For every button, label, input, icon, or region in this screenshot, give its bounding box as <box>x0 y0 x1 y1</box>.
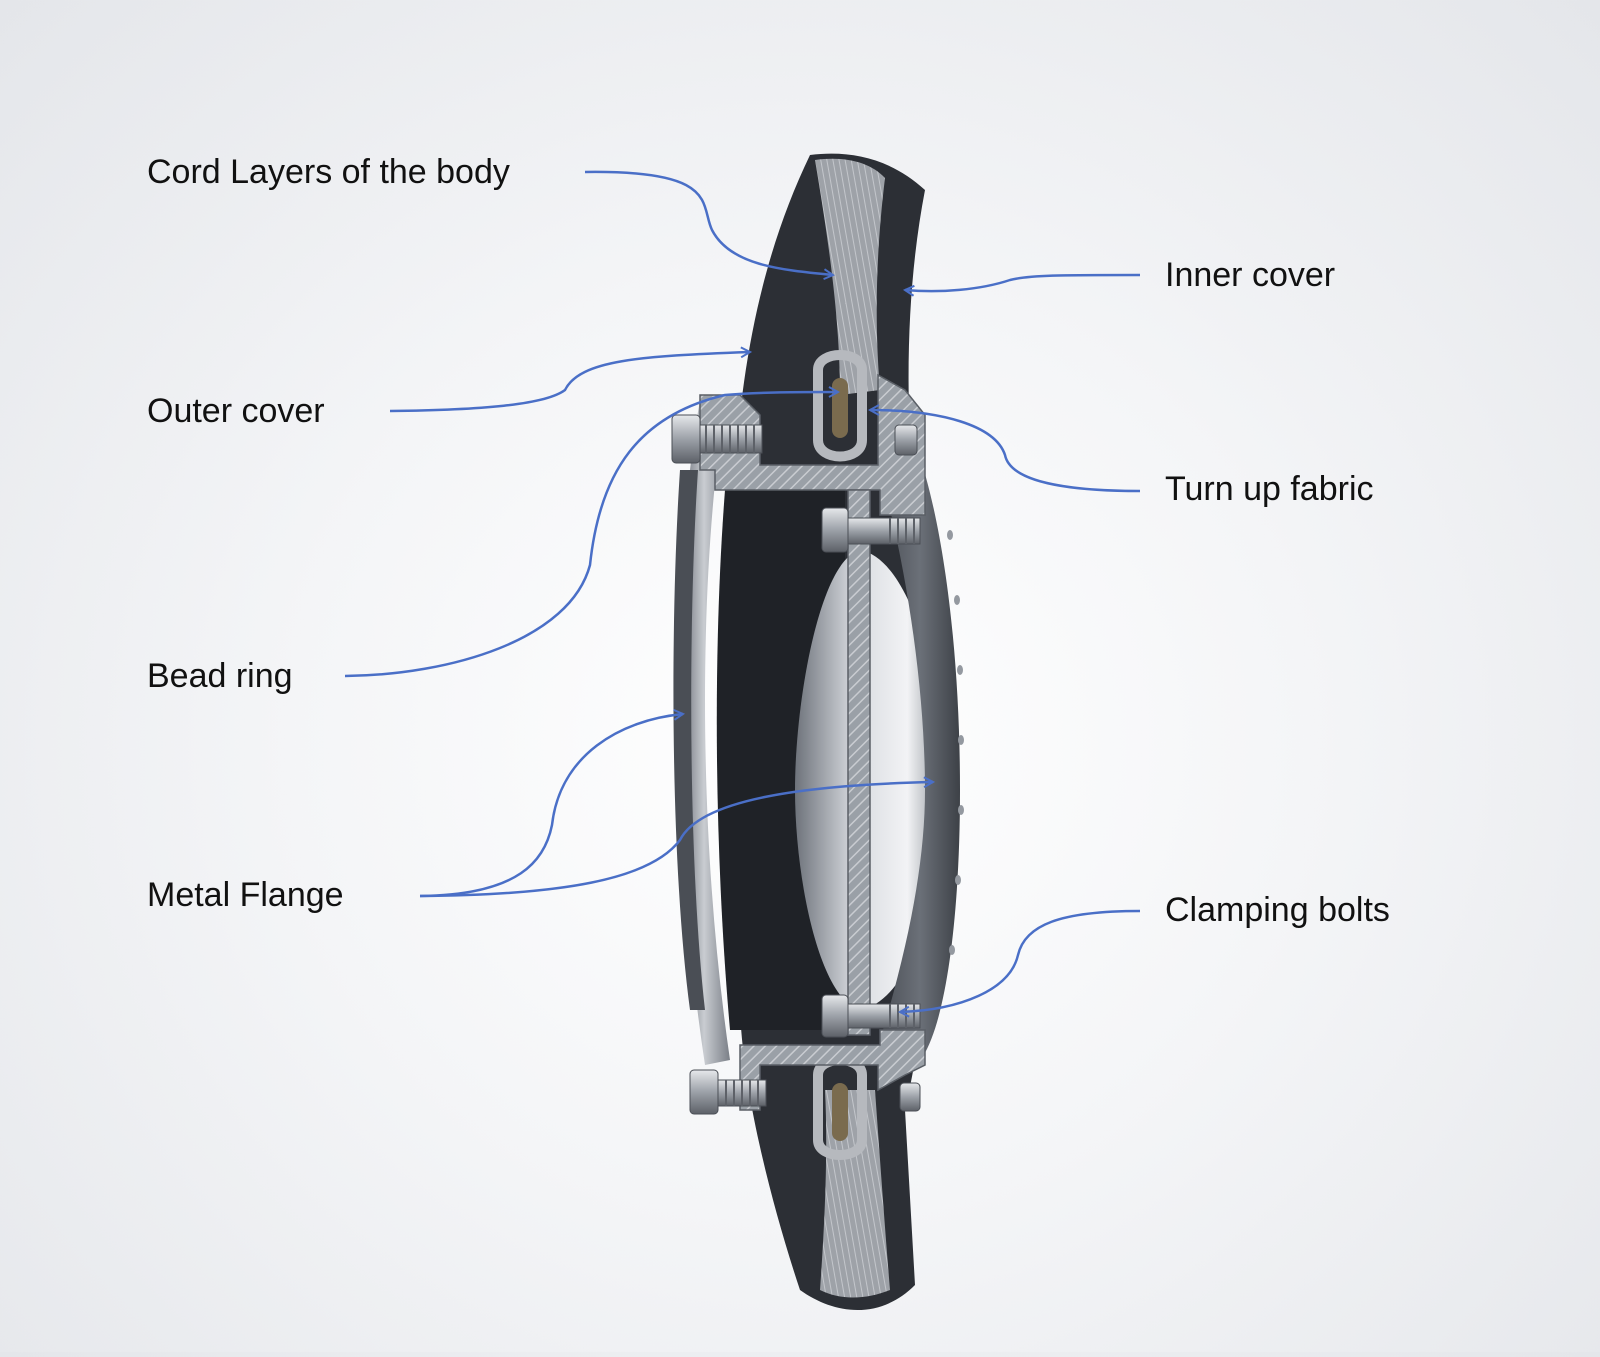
cord-layers-top <box>815 158 885 395</box>
bead-core-bottom <box>832 1083 848 1141</box>
leader-bead-ring <box>344 392 838 678</box>
leader-clamping-bolts <box>900 909 1141 1012</box>
nut-top-right <box>894 424 918 456</box>
nut-bottom-right <box>899 1082 921 1112</box>
label-turn-up-fabric: Turn up fabric <box>1165 470 1374 508</box>
bolt-bottom-left <box>689 1069 767 1115</box>
label-clamping-bolts: Clamping bolts <box>1165 891 1390 929</box>
metal-flange-wall <box>847 489 871 1036</box>
leader-metal-flange-right <box>419 782 933 898</box>
cord-layers-bottom <box>820 1090 890 1298</box>
label-outer-cover: Outer cover <box>147 392 325 430</box>
leader-cord-layers <box>584 170 833 275</box>
leader-metal-flange-left <box>419 714 683 898</box>
bolt-holes <box>947 530 964 955</box>
label-metal-flange: Metal Flange <box>147 876 344 914</box>
bolt-top-left <box>671 414 763 464</box>
bead-core-top <box>832 378 848 438</box>
bolt-top-inner <box>821 507 921 553</box>
label-inner-cover: Inner cover <box>1165 256 1336 294</box>
turn-up-fabric-top <box>813 350 867 462</box>
leader-lines <box>344 170 1141 1012</box>
leader-turn-up-fabric <box>870 410 1141 493</box>
right-flange-face <box>880 410 960 1071</box>
leader-inner-cover <box>905 273 1141 291</box>
leader-outer-cover <box>389 352 750 413</box>
label-cord-layers: Cord Layers of the body <box>147 153 510 191</box>
label-bead-ring: Bead ring <box>147 657 293 695</box>
metal-flange-section-bottom <box>739 1029 926 1111</box>
